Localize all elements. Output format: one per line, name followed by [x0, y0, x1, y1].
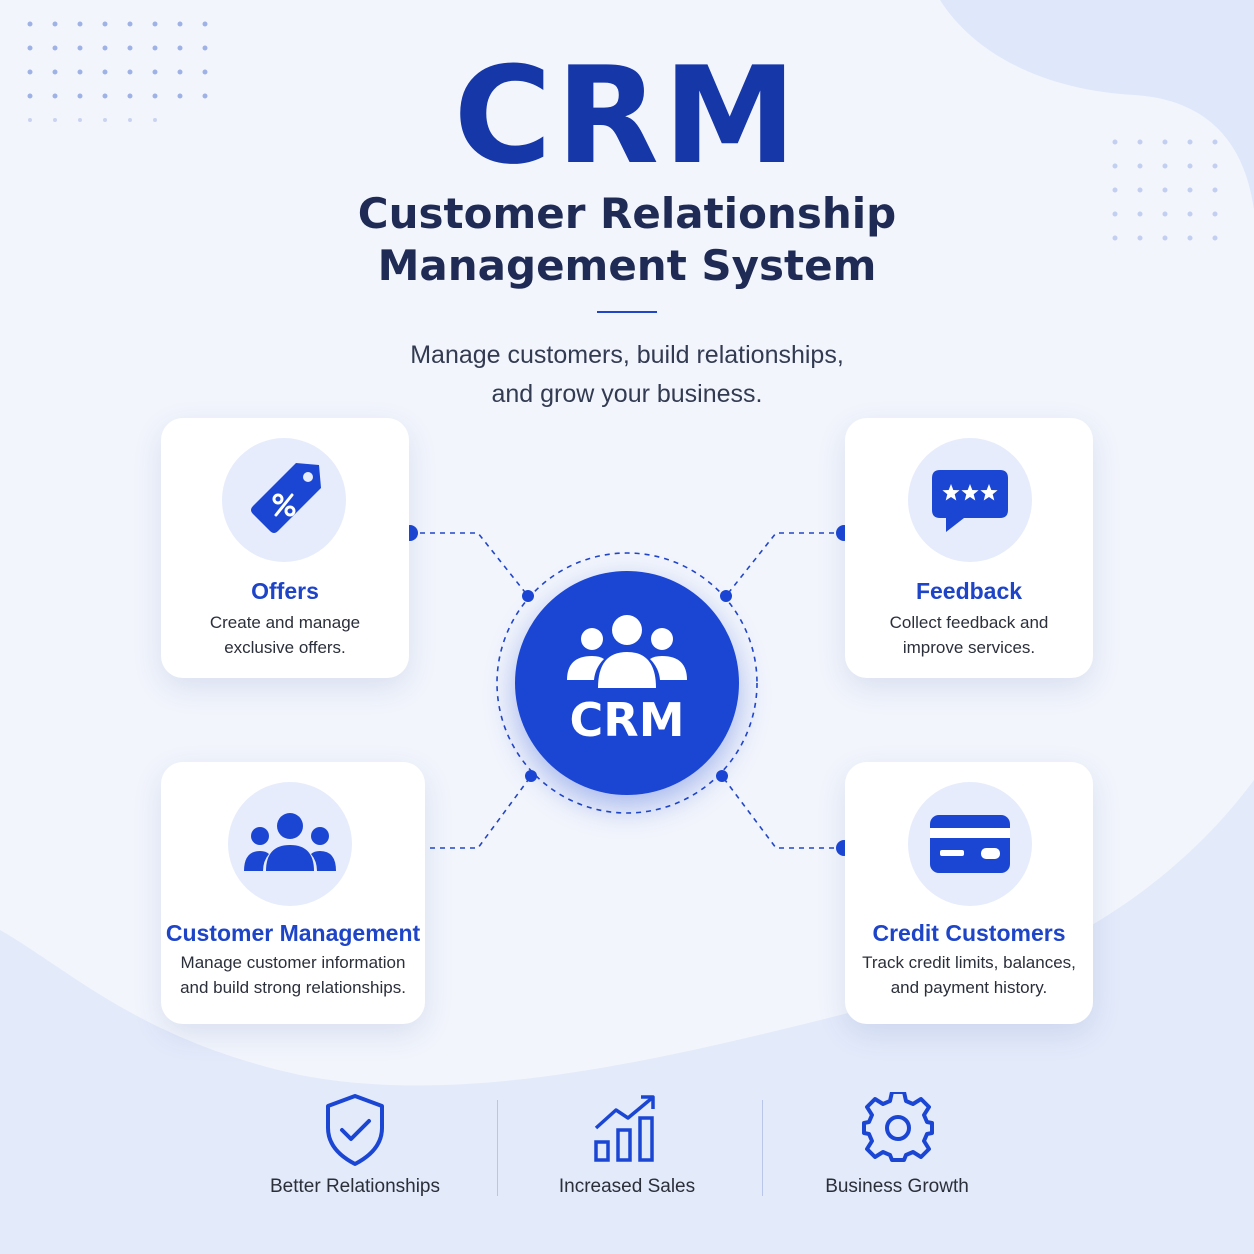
card-customer-management: Customer Management Manage customer info…	[161, 762, 425, 1024]
customer-management-icon-circle	[228, 782, 352, 906]
card-credit-customers: Credit Customers Track credit limits, ba…	[845, 762, 1093, 1024]
dot-grid-right	[1112, 139, 1218, 241]
credit-customers-icon-circle	[908, 782, 1032, 906]
benefit-label: Better Relationships	[269, 1176, 441, 1197]
growth-chart-icon	[594, 1095, 655, 1162]
credit-card-icon	[930, 815, 1010, 873]
card-description: Manage customer information and build st…	[161, 950, 425, 1000]
users-icon	[567, 615, 687, 688]
description-line: and build strong relationships.	[180, 978, 406, 997]
dot-grid-left	[27, 21, 208, 122]
card-offers: Offers Create and manage exclusive offer…	[161, 418, 409, 678]
description-line: exclusive offers.	[224, 638, 346, 657]
hub-label: CRM	[569, 693, 685, 747]
benefit-divider	[762, 1100, 763, 1196]
connector-credit-customers	[721, 775, 844, 849]
description-line: Manage customer information	[180, 953, 406, 972]
benefit-increased-sales: Increased Sales	[497, 1092, 757, 1202]
tagline-line-1: Manage customers, build relationships,	[410, 341, 844, 369]
card-title: Feedback	[915, 578, 1023, 604]
connector-offers	[410, 532, 529, 597]
description-line: Create and manage	[209, 613, 361, 632]
connector-dot	[720, 590, 732, 602]
subtitle-line-2: Management System	[377, 241, 877, 290]
tagline-line-2: and grow your business.	[491, 380, 763, 408]
connector-dot	[716, 770, 728, 782]
hub-dashed-ring	[496, 552, 758, 814]
benefit-divider	[497, 1100, 498, 1196]
gear-icon	[862, 1092, 934, 1162]
description-line: Track credit limits, balances,	[862, 953, 1076, 972]
connector-dot	[522, 590, 534, 602]
rating-chat-icon	[932, 470, 1008, 532]
price-tag-icon	[251, 463, 321, 533]
feedback-icon-circle	[908, 438, 1032, 562]
card-description: Collect feedback and improve services.	[845, 610, 1093, 660]
connector-dot	[525, 770, 537, 782]
benefit-label: Increased Sales	[558, 1176, 696, 1197]
description-line: Collect feedback and	[889, 613, 1049, 632]
bottom-wave	[0, 780, 1254, 1254]
customers-icon	[244, 813, 336, 871]
card-title: Credit Customers	[872, 920, 1066, 946]
benefit-business-growth: Business Growth	[767, 1092, 1027, 1202]
page-subtitle: Customer Relationship Management System	[0, 188, 1254, 292]
benefit-better-relationships: Better Relationships	[225, 1092, 485, 1202]
description-line: and payment history.	[890, 978, 1048, 997]
connector-feedback	[725, 532, 844, 597]
card-title: Offers	[251, 578, 319, 604]
offers-icon-circle	[222, 438, 346, 562]
card-title: Customer Management	[165, 920, 421, 946]
card-description: Track credit limits, balances, and payme…	[845, 950, 1093, 1000]
connector-customer-management	[410, 775, 532, 849]
hero-title: CRM	[453, 38, 801, 194]
shield-check-icon	[326, 1094, 384, 1166]
subtitle-line-1: Customer Relationship	[357, 189, 897, 238]
top-right-wave	[940, 0, 1254, 210]
card-description: Create and manage exclusive offers.	[161, 610, 409, 660]
card-feedback: Feedback Collect feedback and improve se…	[845, 418, 1093, 678]
tagline: Manage customers, build relationships, a…	[0, 336, 1254, 414]
title-underline	[597, 311, 657, 313]
description-line: improve services.	[902, 638, 1036, 657]
benefit-label: Business Growth	[825, 1176, 969, 1197]
